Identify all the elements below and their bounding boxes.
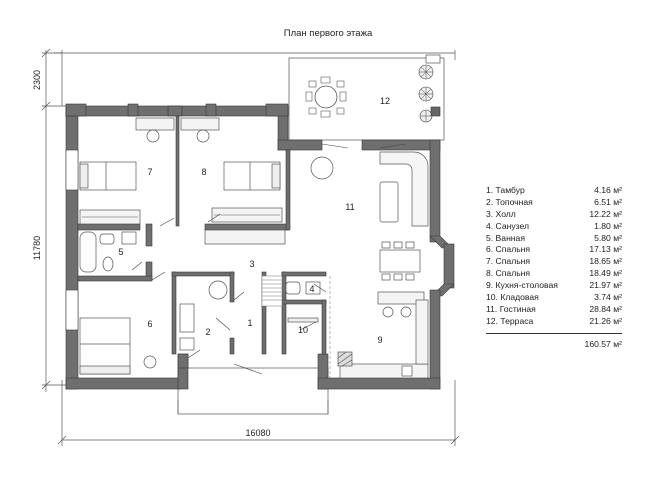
door-swings xyxy=(131,143,407,375)
room-number-11: 11 xyxy=(345,202,354,212)
furniture xyxy=(79,117,429,379)
room-number-8: 8 xyxy=(201,167,206,177)
dim-width: 16080 xyxy=(245,428,270,438)
room-number-4: 4 xyxy=(309,284,314,294)
room-number-6: 6 xyxy=(147,319,152,329)
room-number-12: 12 xyxy=(380,96,390,106)
room-number-9: 9 xyxy=(377,335,382,345)
room-numbers: 1 2 3 4 5 6 7 8 9 10 11 12 xyxy=(118,96,390,345)
plan-title: План первого этажа xyxy=(283,28,373,39)
legend-total: 160.57 м² xyxy=(584,338,622,349)
walls xyxy=(65,103,455,390)
dimension-lines xyxy=(41,48,460,446)
room-number-7: 7 xyxy=(147,167,152,177)
room-number-2: 2 xyxy=(205,327,210,337)
dim-terrace: 2300 xyxy=(32,70,42,90)
terrace xyxy=(288,54,445,141)
porch xyxy=(177,367,329,415)
legend-divider xyxy=(486,332,622,334)
room-number-10: 10 xyxy=(298,325,308,335)
room-number-3: 3 xyxy=(249,259,254,269)
dim-height: 11780 xyxy=(32,236,42,260)
room-number-5: 5 xyxy=(118,247,123,257)
room-number-1: 1 xyxy=(247,318,252,328)
